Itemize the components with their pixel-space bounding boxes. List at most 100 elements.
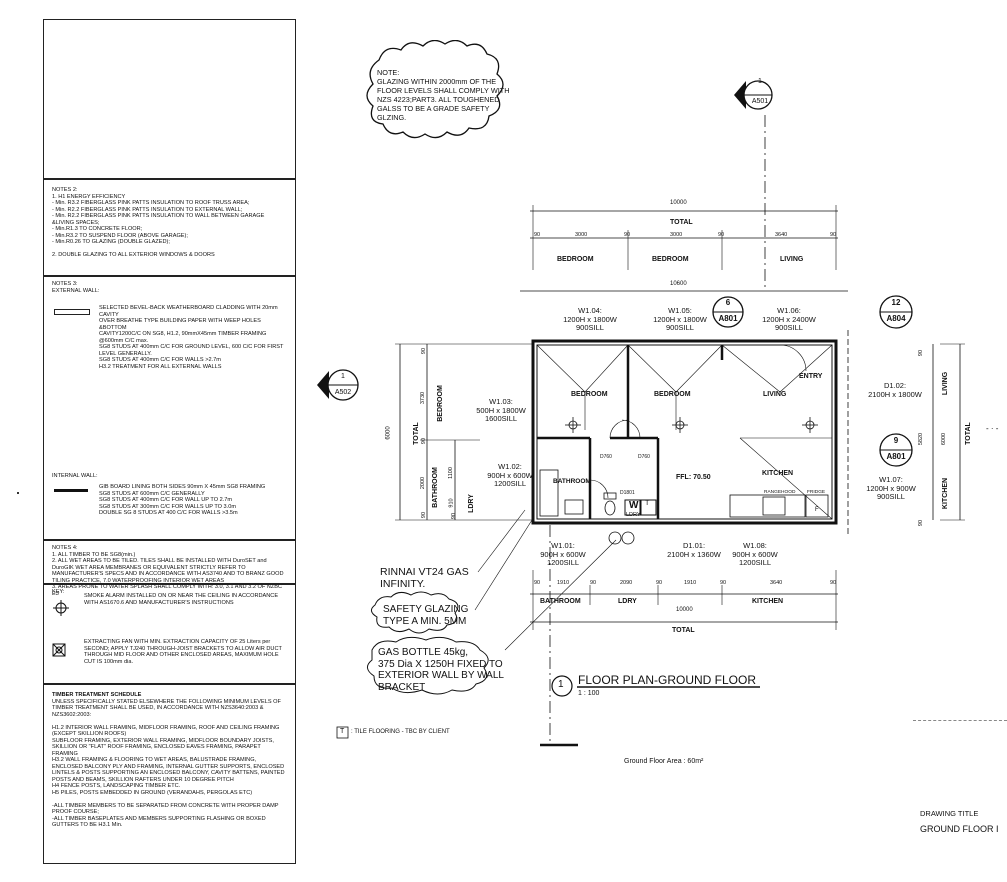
ground-floor-area: Ground Floor Area : 60m² [624,758,704,765]
window-w108: W1.08: 900H x 600W 1200SILL [732,541,778,567]
laundry-t: T [645,500,650,507]
dim-top-seg-2: 90 [624,232,631,238]
plan-scale: 1 : 100 [578,690,600,697]
laundry-w: W [629,500,639,511]
stray-mark [17,492,19,494]
drawing-title-label: DRAWING TITLE [920,809,979,818]
room-bathroom: BATHROOM [553,478,591,485]
dim-bottom-room-1: LDRY [618,598,637,605]
door-d760-b: D760 [638,454,650,460]
room-entry: ENTRY [799,373,823,380]
window-w106: W1.06: 1200H x 2400W 900SILL [762,306,816,332]
door-d102: D1.02: 2100H x 1800W [868,381,922,399]
rinnai-callout: RINNAI VT24 GAS INFINITY. [380,566,469,590]
floor-plan-drawing [336,115,965,747]
dim-left-seg-3: 2000 [420,476,427,490]
external-wall-body: SELECTED BEVEL-BACK WEATHERBOARD CLADDIN… [99,305,284,370]
dim-right-seg-0: 90 [918,349,925,357]
tile-note-text: : TILE FLOORING - TBC BY CLIENT [351,729,450,735]
room-bedroom-1: BEDROOM [571,391,608,398]
plan-title-number: 1 [558,679,564,690]
timber-schedule-box: TIMBER TREATMENT SCHEDULE UNLESS SPECIFI… [43,684,296,864]
dim-right-room-0: LIVING [942,371,950,396]
notes-2-box: NOTES 2: 1. H1 ENERGY EFFICIENCY - Min. … [43,179,296,276]
window-w107: W1.07: 1200H x 900W 900SILL [866,475,916,501]
notes-2-body: 1. H1 ENERGY EFFICIENCY - Min. R3.2 FIBE… [52,193,265,246]
marker-a801-right-ref: A801 [886,452,906,461]
dim-top-seg-5: 3640 [775,232,788,238]
window-w101: W1.01: 900H x 600W 1200SILL [540,541,586,567]
plan-title: FLOOR PLAN-GROUND FLOOR [578,673,757,687]
dim-left-room-2: LDRY [467,494,475,513]
note-cloud [366,40,504,139]
window-w105: W1.05: 1200H x 1800W 900SILL [653,306,707,332]
internal-wall-title: INTERNAL WALL: [52,473,98,479]
dim-bottom-total: TOTAL [672,627,695,634]
dim-right-total: TOTAL [964,422,972,445]
safety-glazing-callout: SAFETY GLAZING TYPE A MIN. 5MM [383,604,469,627]
fridge-label: FRIDGE [807,490,826,495]
dim-left-seg-2: 90 [421,437,428,445]
timber-schedule-body: UNLESS SPECIFICALLY STATED ELSEWHERE THE… [52,698,285,829]
room-bedroom-2: BEDROOM [654,391,691,398]
window-w104: W1.04: 1200H x 1800W 900SILL [563,306,617,332]
extract-fan-text: EXTRACTING FAN WITH MIN. EXTRACTION CAPA… [84,639,282,665]
dim-left-seg-1: 3730 [420,391,427,405]
key-label: KEY: [52,589,65,595]
notes-3-box: NOTES 3: EXTERNAL WALL: SELECTED BEVEL-B… [43,276,296,540]
dim-left-total: TOTAL [412,422,420,445]
ffl-label: FFL: 70.50 [676,474,711,481]
dim-bottom-room-0: BATHROOM [540,598,581,605]
elevation-marker-a801-top [712,296,744,328]
dim-top-seg-0: 90 [534,232,541,238]
dim-bottom-seg-6: 90 [720,580,727,586]
marker-a502-ref: A502 [334,389,352,396]
dim-top-total: TOTAL [670,219,693,226]
dim-left-overall: 6000 [385,426,392,440]
dim-left-room-1: BATHROOM [431,467,439,508]
section-marker-a501 [734,80,773,110]
dim-bottom-seg-8: 90 [830,580,837,586]
marker-a801-top-num: 6 [725,298,731,307]
dim-left-small-1: 910 [448,498,455,508]
notes-2-item: 2. DOUBLE GLAZING TO ALL EXTERIOR WINDOW… [52,251,215,258]
external-wall-symbol [54,309,90,315]
fridge-f: F [815,507,819,513]
room-living: LIVING [763,391,787,398]
dim-bottom-seg-1: 1910 [557,580,570,586]
room-kitchen: KITCHEN [762,470,794,477]
dim-left-small-2: 90 [451,512,458,520]
elevation-marker-a804 [879,295,913,329]
marker-a804-ref: A804 [886,314,906,323]
internal-wall-body: GIB BOARD LINING BOTH SIDES 90mm X 45mm … [99,484,266,516]
notes-2-title: NOTES 2: [52,187,78,193]
elevation-marker-a801-right [879,433,913,467]
dim-top-seg-4: 90 [718,232,725,238]
notes-4-box: NOTES 4: 1. ALL TIMBER TO BE SG8(min.) 2… [43,540,296,597]
dim-left-seg-0: 90 [421,347,428,355]
notes-4-body: 1. ALL TIMBER TO BE SG8(min.) 2. ALL WET… [52,551,284,597]
gas-bottle-callout: GAS BOTTLE 45kg, 375 Dia X 1250H FIXED T… [378,647,504,693]
internal-wall-symbol [54,489,88,492]
dim-top-room-2: LIVING [780,256,804,263]
dim-left-seg-4: 90 [421,511,428,519]
notes-top-blank [43,19,296,179]
dim-bottom-seg-0: 90 [534,580,541,586]
dim-bottom-seg-5: 1910 [684,580,697,586]
dim-left-room-0: BEDROOM [436,385,444,422]
right-dash-line [913,720,1007,721]
notes-4-title: NOTES 4: [52,545,78,551]
window-w103: W1.03: 500H x 1800W 1600SILL [476,397,526,423]
tile-note-symbol: T [340,728,345,735]
timber-schedule-title: TIMBER TREATMENT SCHEDULE [52,692,142,698]
dim-top-overall: 10000 [670,200,687,206]
dim-right-overall: 6000 [941,432,948,446]
marker-a501-ref: A501 [751,98,769,105]
dim-top-seg-3: 3000 [670,232,683,238]
external-wall-title: EXTERNAL WALL: [52,287,100,294]
extract-fan-icon [52,643,66,657]
right-dash-mark: - · - [986,424,999,433]
dim-bottom-room-2: KITCHEN [752,598,784,605]
dim-bottom-seg-7: 3640 [770,580,783,586]
dim-left-small-0: 1100 [447,467,454,479]
